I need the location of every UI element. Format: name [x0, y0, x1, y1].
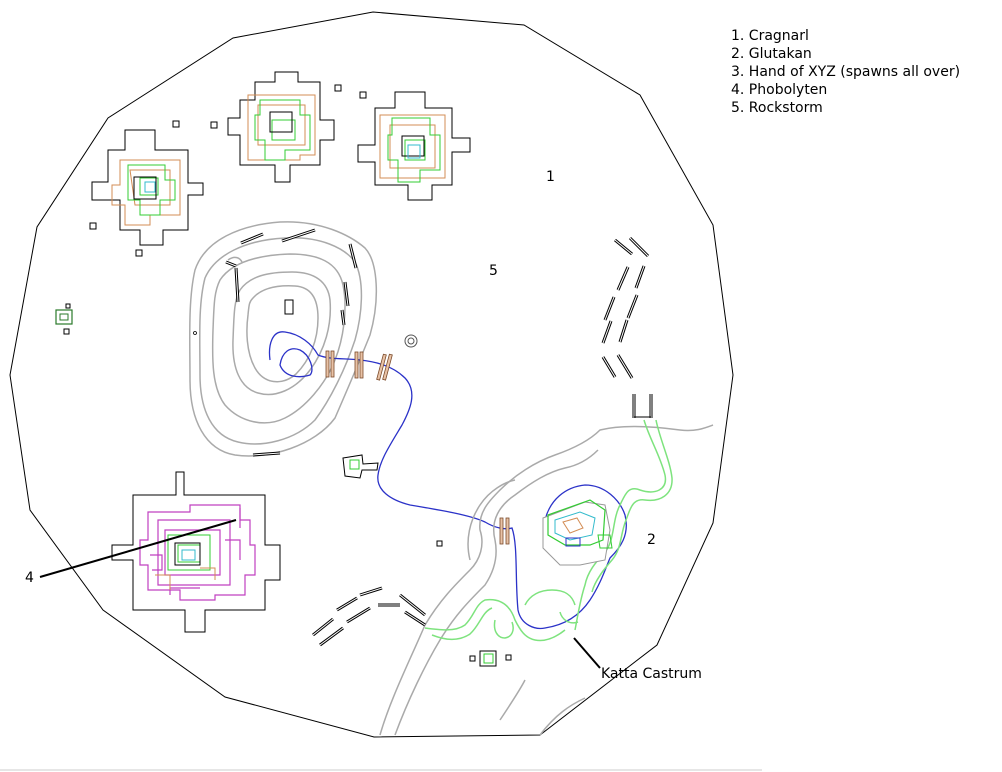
zone-label-rockstorm: 5 — [489, 263, 498, 279]
wall-segments-south — [312, 586, 426, 647]
green-path — [424, 419, 673, 642]
legend-item-cragnarl: 1. Cragnarl — [731, 28, 809, 44]
glutakan-fort — [542, 499, 613, 566]
wall-segments-east — [601, 236, 653, 418]
southeast-terrain — [379, 424, 714, 736]
zone-label-cragnarl: 1 — [546, 169, 555, 185]
legend-item-phobolyten: 4. Phobolyten — [731, 82, 828, 98]
river-inner-bank — [279, 348, 313, 378]
phobolyten-leader-line — [39, 519, 237, 578]
legend-item-glutakan: 2. Glutakan — [731, 46, 812, 62]
katta-castrum-leader-line — [573, 637, 601, 669]
phobolyten-ruin — [111, 471, 281, 633]
rockstorm-wall-segments — [225, 228, 358, 457]
ruin-small-west — [55, 303, 73, 335]
zone-label-phobolyten: 4 — [25, 570, 34, 586]
bridges — [325, 350, 510, 545]
ruin-northwest — [89, 120, 204, 257]
map-boundary — [9, 11, 734, 738]
zone-label-glutakan: 2 — [647, 532, 656, 548]
river — [268, 331, 627, 630]
legend-item-rockstorm: 5. Rockstorm — [731, 100, 823, 116]
rockstorm-terrain — [188, 221, 378, 457]
well-landmark — [404, 334, 418, 348]
legend-item-hand-of-xyz: 3. Hand of XYZ (spawns all over) — [731, 64, 961, 80]
ruin-north — [210, 71, 367, 183]
ruin-small-south — [436, 540, 512, 667]
map-legend: 1. Cragnarl 2. Glutakan 3. Hand of XYZ (… — [731, 27, 960, 117]
place-label-katta-castrum: Katta Castrum — [601, 666, 702, 682]
ruin-small-center — [342, 454, 379, 479]
ruin-northeast — [357, 91, 471, 201]
